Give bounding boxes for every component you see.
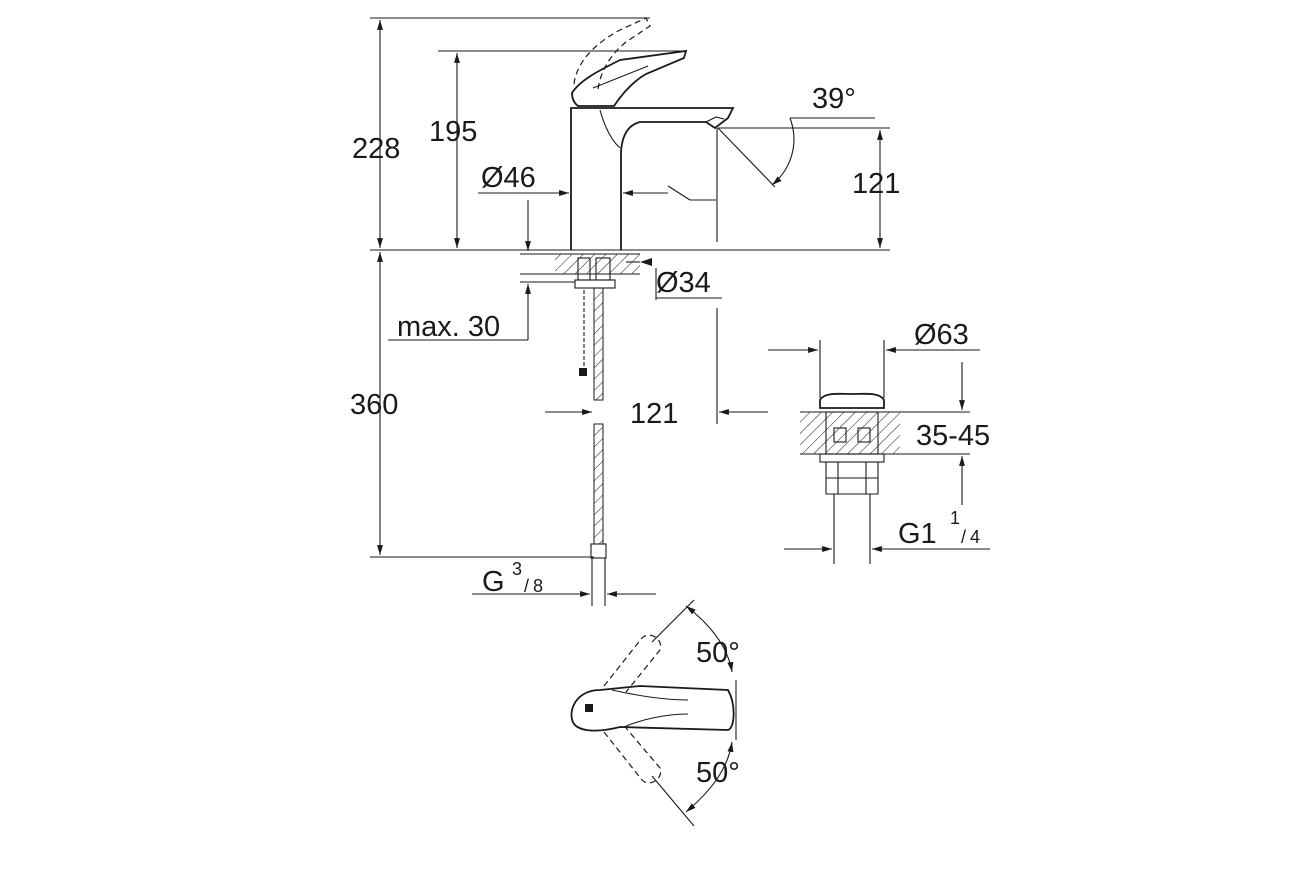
body-curve <box>599 109 621 149</box>
faucet-top-view <box>570 599 737 827</box>
pop-up-waste <box>768 340 990 564</box>
label-thread-g: G <box>482 566 505 598</box>
label-195: 195 <box>429 116 477 148</box>
chain-end <box>579 368 587 376</box>
label-thread-g1-den: 4 <box>970 527 980 547</box>
dim-34-arrow <box>640 258 652 266</box>
angle-arc-upper <box>685 605 734 673</box>
aerator <box>705 116 725 123</box>
faucet-body <box>570 107 735 250</box>
top-view-marker <box>585 704 593 712</box>
waste-nut <box>825 462 879 495</box>
label-thread-g-slash: / <box>524 576 529 596</box>
label-228: 228 <box>352 133 400 165</box>
top-view-line <box>611 689 689 701</box>
angle-ray-upper <box>651 599 695 643</box>
label-121-horiz: 121 <box>630 398 678 430</box>
label-thread-g-num: 3 <box>512 559 522 579</box>
label-angle-50-bottom: 50° <box>696 757 740 789</box>
label-diameter-63: Ø63 <box>914 319 969 351</box>
label-thread-g1-num: 1 <box>950 508 960 528</box>
hose-lower <box>593 423 604 545</box>
fixing-nut <box>574 279 616 289</box>
label-angle-50-top: 50° <box>696 637 740 669</box>
label-max-30: max. 30 <box>397 311 500 343</box>
top-view-rotated-lower <box>603 727 662 784</box>
top-view-body <box>570 685 735 732</box>
label-diameter-46: Ø46 <box>481 162 536 194</box>
lever-detail <box>592 65 649 89</box>
top-view-line-b <box>623 713 689 728</box>
label-121-vert: 121 <box>852 168 900 200</box>
label-thread-g-den: 8 <box>533 576 543 596</box>
label-360: 360 <box>350 389 398 421</box>
basin-hatch <box>800 412 900 454</box>
waste-slot-right <box>857 427 871 443</box>
angle-39-ray <box>717 127 776 188</box>
angle-ray-lower <box>651 775 695 827</box>
waste-cap <box>819 392 885 409</box>
deck-hatch <box>555 254 640 274</box>
dim-leader-46 <box>667 185 691 201</box>
faucet-side-view <box>370 17 890 606</box>
label-thread-g1: G1 <box>898 518 937 550</box>
hose-connector <box>590 543 607 559</box>
angle-39-arc <box>771 117 795 186</box>
top-view-rotated-upper <box>603 634 662 693</box>
label-thread-g1-slash: / <box>961 527 966 547</box>
label-diameter-34: Ø34 <box>656 267 711 299</box>
waste-washer <box>819 453 885 463</box>
label-angle-39: 39° <box>812 83 856 115</box>
angle-arc-lower <box>685 741 734 813</box>
label-35-45: 35-45 <box>916 420 990 452</box>
lever-handle <box>571 49 688 107</box>
hose-upper <box>593 287 604 401</box>
waste-slot-left <box>833 427 847 443</box>
